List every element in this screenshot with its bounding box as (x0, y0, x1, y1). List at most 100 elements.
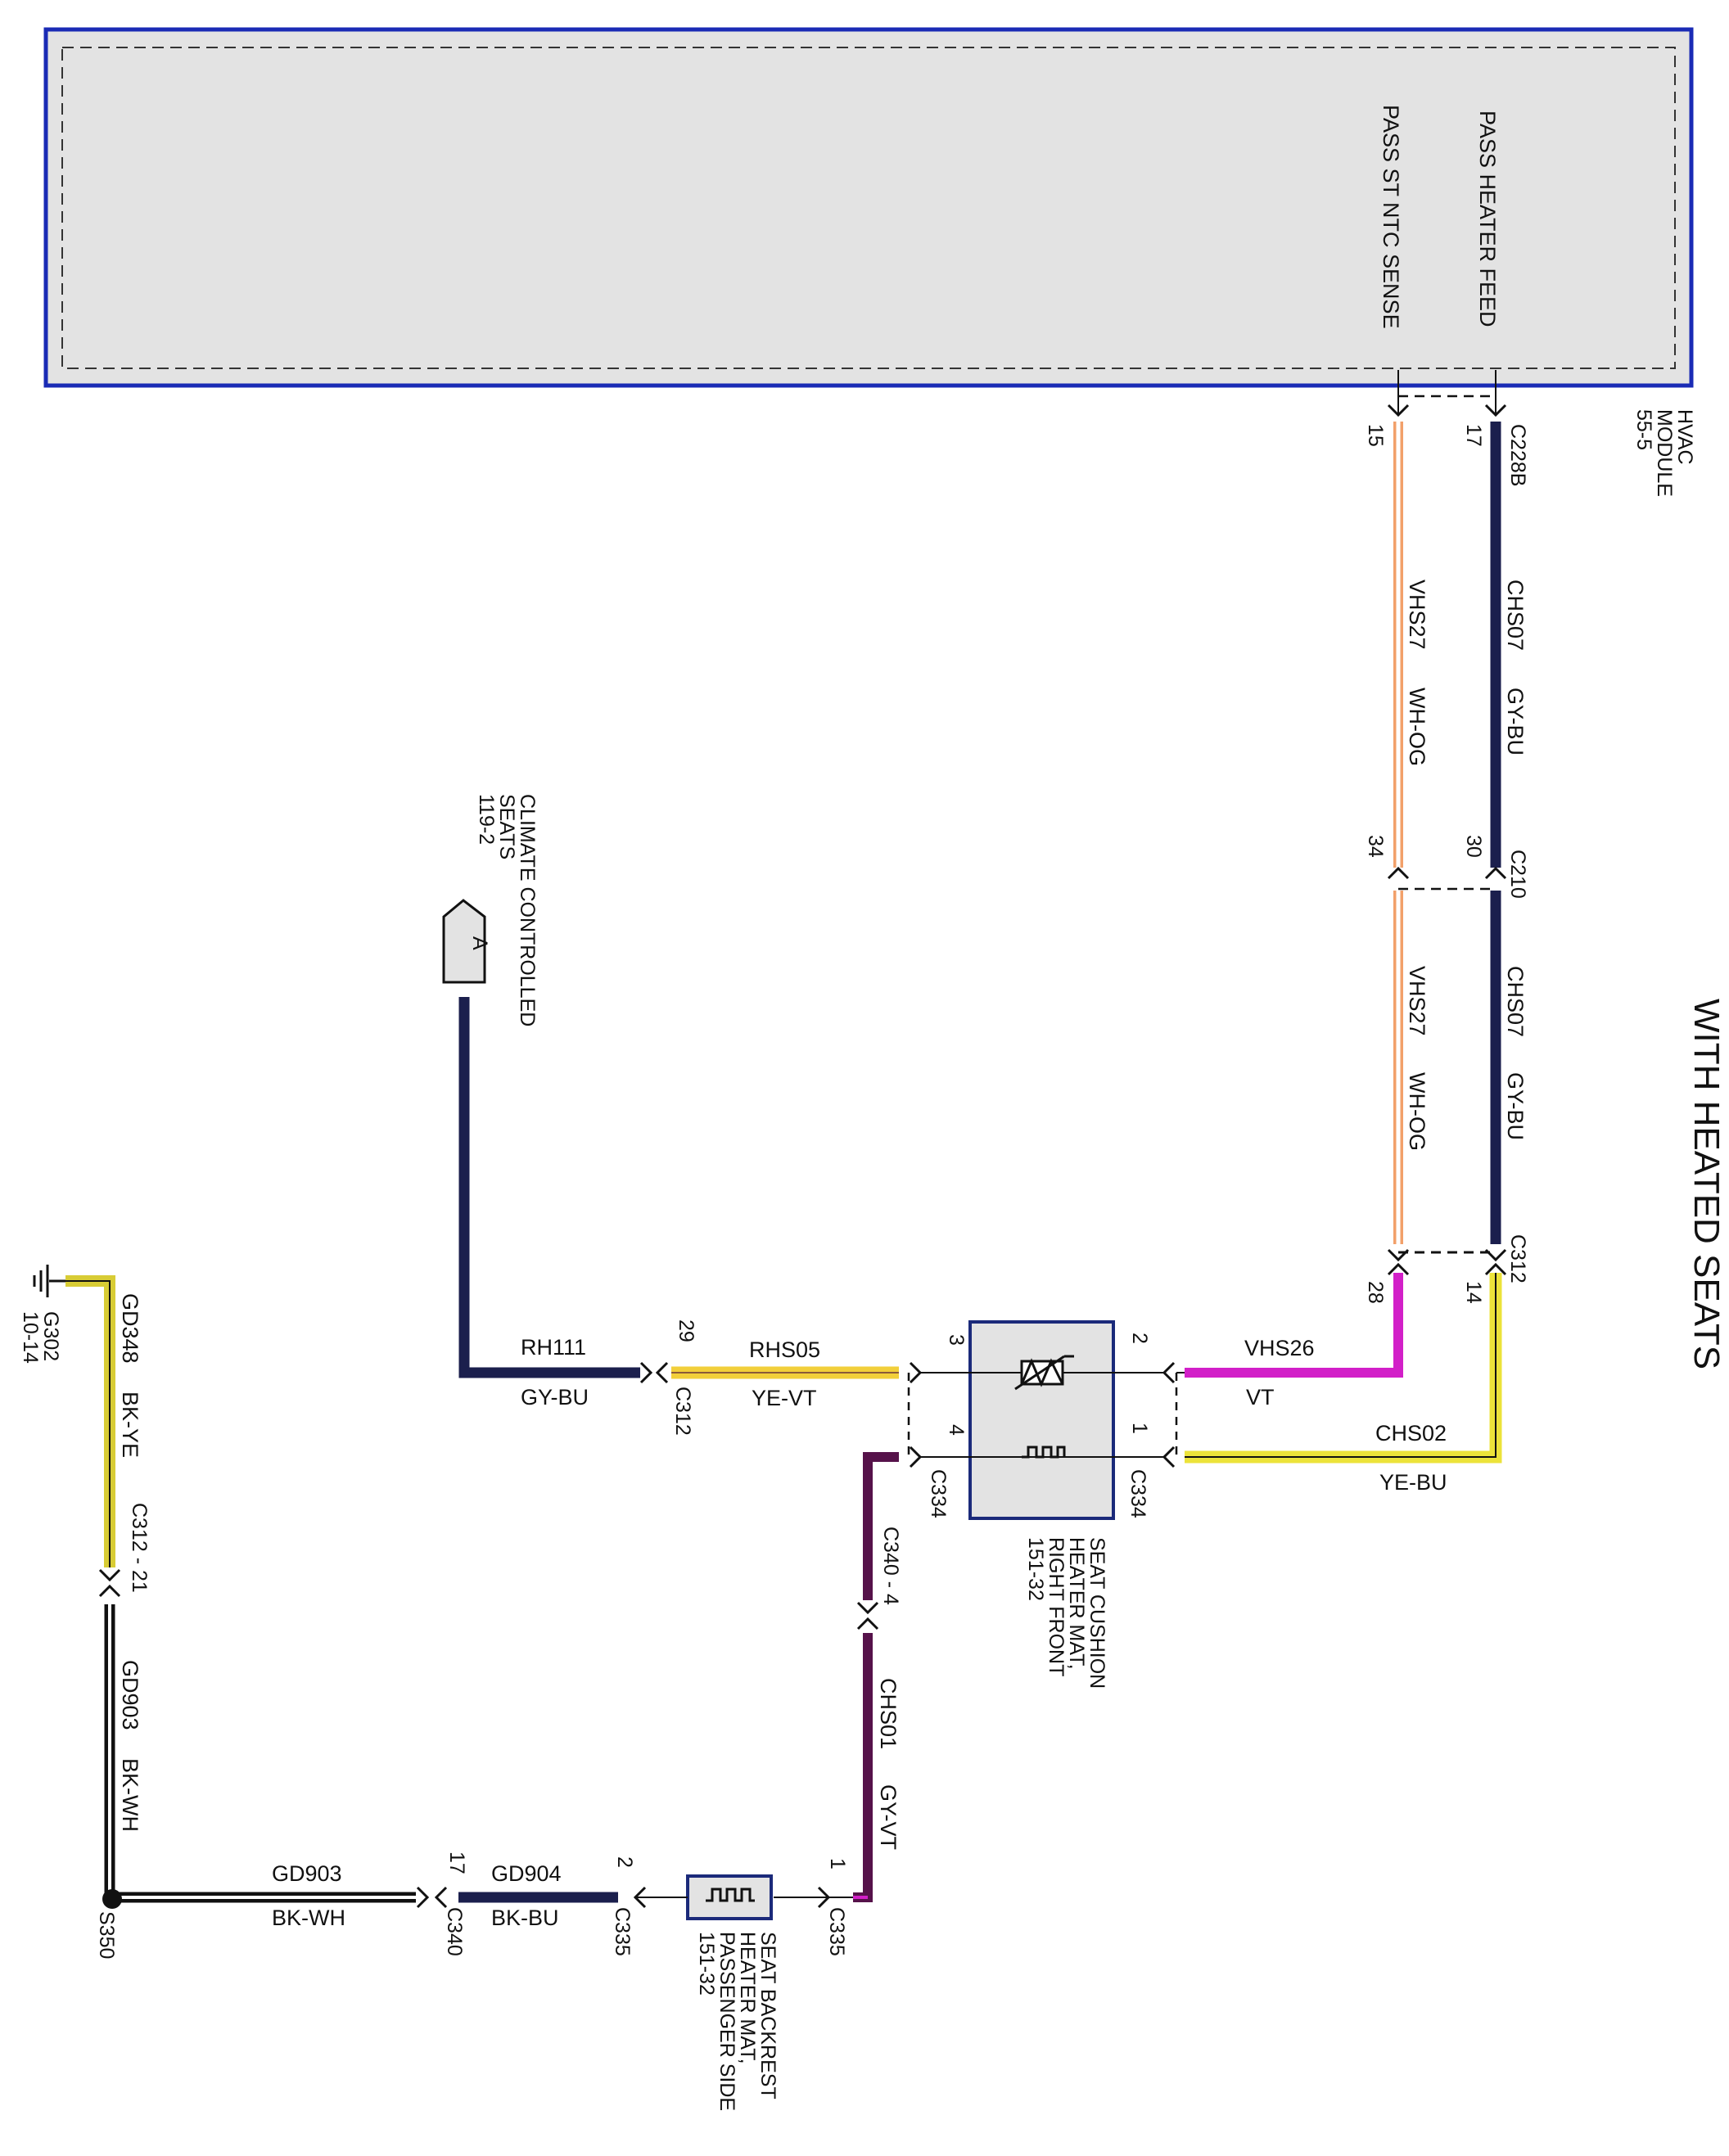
seat-backrest-mat-line-4: 151-32 (695, 1932, 718, 1996)
wire-chs07-upper: CHS07 GY-BU (1490, 422, 1528, 868)
connector-c312-pin-14: 14 (1462, 1281, 1485, 1304)
hvac-module-frame (43, 27, 1694, 388)
connector-c312-terminal-14 (1484, 1262, 1507, 1276)
wire-gd904: GD904 BK-BU (458, 1861, 618, 1930)
wire-chs01: CHS01 GY-VT (853, 1452, 901, 1902)
seat-backrest-mat-line-2: HEATER MAT, (736, 1932, 759, 2064)
wire-gd903-horizontal-color: BK-WH (272, 1906, 345, 1930)
connector-c335-right-label: C335 (825, 1907, 848, 1956)
connector-c334-terminal-4 (909, 1446, 923, 1468)
connector-c312-terminal-28 (1387, 1262, 1410, 1276)
page-reference-tab (442, 899, 486, 984)
splice-dot (102, 1889, 122, 1909)
connector-c228b-terminal-17 (1484, 404, 1507, 417)
hvac-module-name-line-2: MODULE (1653, 409, 1676, 497)
connector-c334-pin-2: 2 (1128, 1333, 1151, 1344)
wire-gd904-circuit: GD904 (491, 1861, 562, 1886)
hvac-module-name-line-3: 55-5 (1632, 409, 1655, 450)
ground-label-line-2: 10-14 (19, 1311, 42, 1364)
wire-chs07-upper-circuit: CHS07 (1503, 580, 1528, 651)
connector-c334-terminal-3 (909, 1361, 923, 1384)
connector-c312-upper: C312 14 28 (1364, 1234, 1529, 1304)
wire-vhs27-upper-circuit: VHS27 (1405, 580, 1429, 650)
wire-gd348: GD348 BK-YE (65, 1275, 142, 1567)
climate-seats-line-1: CLIMATE CONTROLLED (516, 794, 539, 1026)
wire-chs01-circuit: CHS01 (876, 1678, 901, 1749)
connector-c312-left-label: C312 (671, 1387, 694, 1436)
connector-c340-terminal-left (416, 1886, 430, 1909)
connector-c335-pin-2: 2 (613, 1856, 636, 1868)
connector-c228b-terminal-15 (1387, 404, 1410, 417)
seat-backrest-mat-line-3: PASSENGER SIDE (716, 1932, 738, 2111)
wire-vhs27-lower-circuit: VHS27 (1405, 966, 1429, 1036)
connector-c312-21-terminal-top (98, 1568, 121, 1582)
page-title: WITH HEATED SEATS (1686, 999, 1727, 1369)
connector-c312-upper-label: C312 (1506, 1234, 1529, 1283)
connector-c335-pin-1: 1 (826, 1858, 849, 1870)
connector-c210-terminal-34 (1387, 866, 1410, 880)
climate-seats-line-3: 119-2 (475, 794, 498, 845)
connector-c312-terminal-29-left (639, 1361, 653, 1384)
connector-c312-21-label: C312 - 21 (128, 1503, 151, 1593)
heater-element-icon (706, 1888, 755, 1902)
connector-c334-pin-1: 1 (1128, 1423, 1151, 1434)
seat-cushion-heater-mat-body (968, 1320, 1115, 1520)
wire-gd348-circuit: GD348 (118, 1293, 142, 1364)
wire-rhs05-circuit: RHS05 (749, 1337, 820, 1362)
wire-gd903-vertical-circuit: GD903 (118, 1660, 142, 1730)
climate-seats-line-2: SEATS (495, 794, 518, 859)
hvac-module-name-line-1: HVAC (1673, 409, 1696, 465)
connector-c210-label: C210 (1506, 850, 1529, 899)
connector-c210: C210 30 34 (1364, 835, 1529, 899)
connector-c340-4-terminal-bottom (856, 1617, 879, 1631)
connector-c228b-label: C228B (1506, 424, 1529, 486)
wire-vhs26: VHS26 VT (1185, 1273, 1403, 1410)
title-text: WITH HEATED SEATS (1686, 999, 1727, 1369)
connector-c340-label: C340 (443, 1907, 466, 1956)
connector-c335-left: 2 C335 (611, 1856, 688, 1956)
connector-c340-terminal-right (434, 1886, 448, 1909)
connector-c334-pin-3: 3 (945, 1334, 968, 1346)
wire-chs07-lower-color: GY-BU (1503, 1072, 1528, 1140)
connector-c335-right: 1 C335 (774, 1858, 853, 1956)
thermistor-icon (1014, 1355, 1074, 1391)
connector-c334-right-label: C334 (1126, 1469, 1149, 1518)
wire-rhs05: RHS05 YE-VT (671, 1337, 899, 1410)
wire-gd348-color: BK-YE (118, 1391, 142, 1458)
connector-c228b: C228B 17 15 (1364, 395, 1529, 486)
connector-c210-pin-30: 30 (1462, 835, 1485, 858)
wire-gd903-horizontal-circuit: GD903 (272, 1861, 342, 1886)
pin-label-pass-st-ntc-sense: PASS ST NTC SENSE (1379, 105, 1403, 329)
connector-c334-terminal-1 (1162, 1446, 1176, 1468)
wire-gd903-horizontal: GD903 BK-WH (115, 1861, 416, 1930)
splice-label: S350 (95, 1911, 118, 1959)
hvac-module: PASS HEATER FEED PASS ST NTC SENSE HVAC … (43, 27, 1696, 497)
module-pin-stubs (1397, 370, 1497, 413)
connector-c312-pin-29: 29 (675, 1319, 697, 1342)
connector-c340: 17 C340 (416, 1852, 468, 1956)
ground-g302: G302 10-14 (19, 1265, 65, 1364)
wire-vhs26-color: VT (1246, 1385, 1275, 1410)
wire-chs01-color: GY-VT (876, 1784, 901, 1850)
seat-cushion-mat-line-2: HEATER MAT, (1065, 1537, 1088, 1670)
seat-cushion-mat-line-3: RIGHT FRONT (1045, 1537, 1068, 1676)
connector-c312-pin-28: 28 (1364, 1281, 1387, 1304)
connector-c334-terminal-2 (1162, 1361, 1176, 1384)
connector-c340-4-label: C340 - 4 (879, 1527, 902, 1605)
wire-chs02: CHS02 YE-BU (1185, 1273, 1502, 1495)
connector-c210-terminal-30 (1484, 866, 1507, 880)
wire-gd903-vertical-color: BK-WH (118, 1758, 142, 1832)
seat-cushion-heater-mat: SEAT CUSHION HEATER MAT, RIGHT FRONT 151… (921, 1320, 1164, 1689)
ground-icon (33, 1265, 65, 1297)
wire-vhs27-upper: VHS27 WH-OG (1393, 422, 1429, 868)
wire-chs02-color: YE-BU (1379, 1470, 1447, 1495)
connector-c228b-pin-15: 15 (1364, 424, 1387, 447)
wire-vhs27-lower-color: WH-OG (1405, 1072, 1429, 1151)
connector-c312-terminal-upper-right (1387, 1248, 1410, 1262)
pin-label-pass-heater-feed: PASS HEATER FEED (1475, 111, 1500, 327)
wire-rhs05-color: YE-VT (752, 1386, 817, 1410)
splice-s350: S350 (95, 1889, 122, 1959)
wire-rh111: RH111 GY-BU (458, 997, 640, 1410)
connector-c210-pin-34: 34 (1364, 835, 1387, 858)
ground-label-line-1: G302 (39, 1311, 62, 1361)
